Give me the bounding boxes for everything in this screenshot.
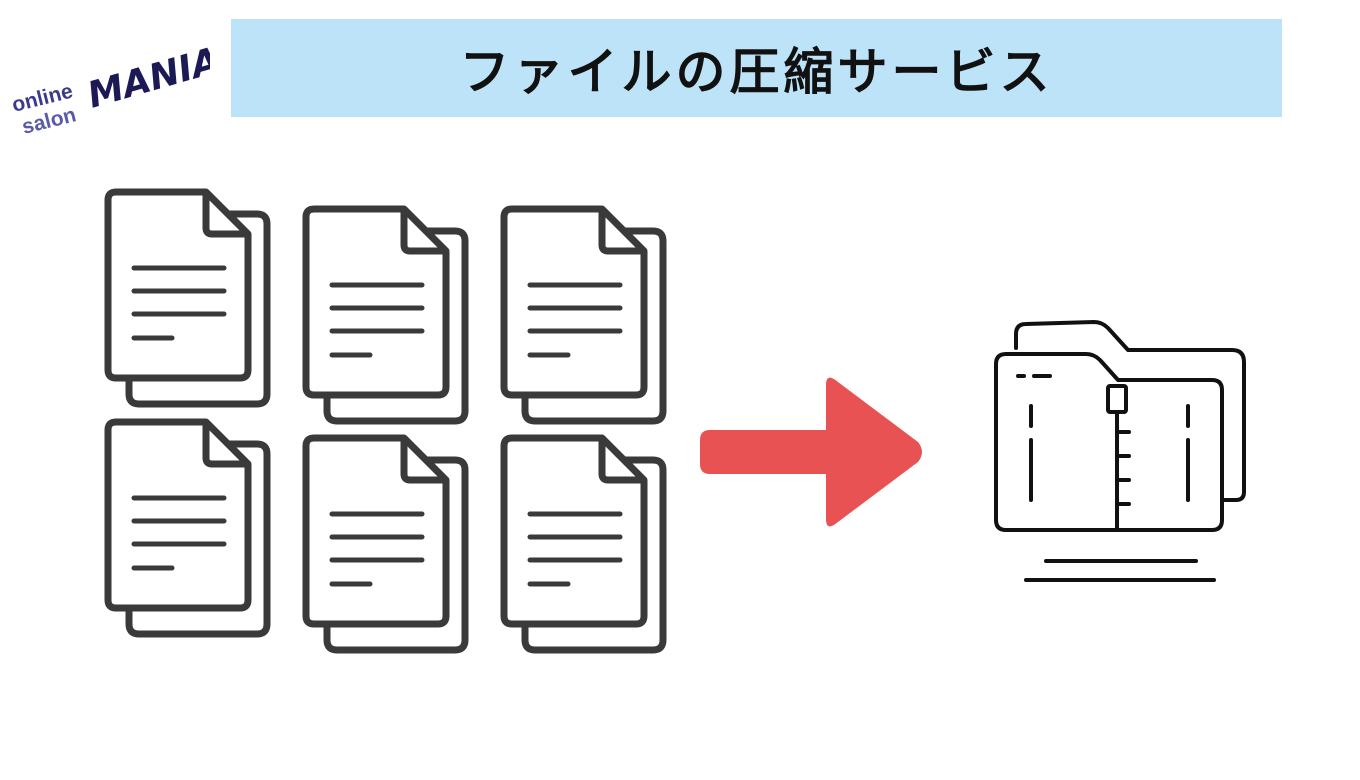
arrow-right-icon bbox=[700, 377, 922, 527]
zipped-folder-icon bbox=[994, 320, 1246, 582]
document-stack-icon bbox=[108, 422, 267, 634]
document-stack-icon bbox=[504, 209, 663, 421]
document-stack-icon bbox=[306, 438, 465, 650]
document-stack-icon bbox=[504, 438, 663, 650]
title-banner: ファイルの圧縮サービス bbox=[231, 19, 1282, 117]
page-title: ファイルの圧縮サービス bbox=[459, 43, 1054, 101]
logo-mark: online salon MANIA bbox=[10, 40, 210, 139]
document-stack-icon bbox=[108, 192, 267, 404]
document-stack-icon bbox=[306, 209, 465, 421]
online-salon-mania-logo: online salon MANIA bbox=[10, 14, 210, 144]
